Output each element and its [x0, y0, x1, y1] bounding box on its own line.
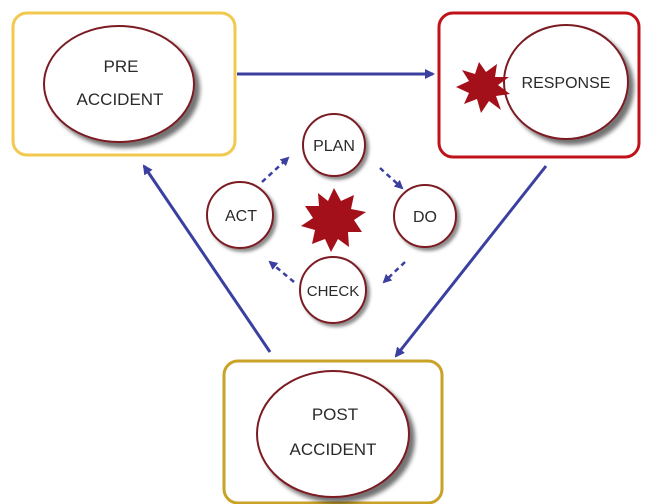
post-accident-ellipse: [256, 370, 410, 498]
response-box: RESPONSE: [437, 11, 641, 159]
act-label: ACT: [225, 208, 257, 225]
pre-accident-ellipse: [43, 25, 195, 143]
do-label: DO: [413, 209, 437, 226]
pdca-cycle: PLAN DO CHECK ACT: [206, 113, 457, 324]
arrow-do-to-check: [382, 261, 406, 284]
center-burst-icon: [301, 188, 366, 252]
do-circle: [393, 184, 457, 248]
response-ellipse: [503, 24, 629, 140]
post-accident-label-line2: ACCIDENT: [290, 440, 377, 459]
act-circle: [206, 181, 274, 249]
pre-accident-box: PRE ACCIDENT: [11, 11, 237, 157]
arrow-act-to-plan: [261, 156, 290, 183]
arrow-plan-to-do: [379, 167, 404, 190]
post-accident-label-line1: POST: [312, 405, 358, 424]
post-accident-box: POST ACCIDENT: [222, 359, 444, 504]
pre-accident-label-line2: ACCIDENT: [77, 90, 164, 109]
plan-circle: [302, 113, 366, 177]
check-circle: [299, 256, 367, 324]
arrow-post-to-pre: [142, 164, 272, 353]
arrow-response-to-post: [394, 165, 548, 358]
plan-label: PLAN: [313, 138, 355, 155]
response-burst-icon: [456, 62, 510, 113]
arrow-check-to-act: [268, 260, 295, 283]
check-label: CHECK: [307, 283, 360, 300]
response-label: RESPONSE: [522, 75, 611, 92]
pre-accident-label-line1: PRE: [104, 57, 139, 76]
